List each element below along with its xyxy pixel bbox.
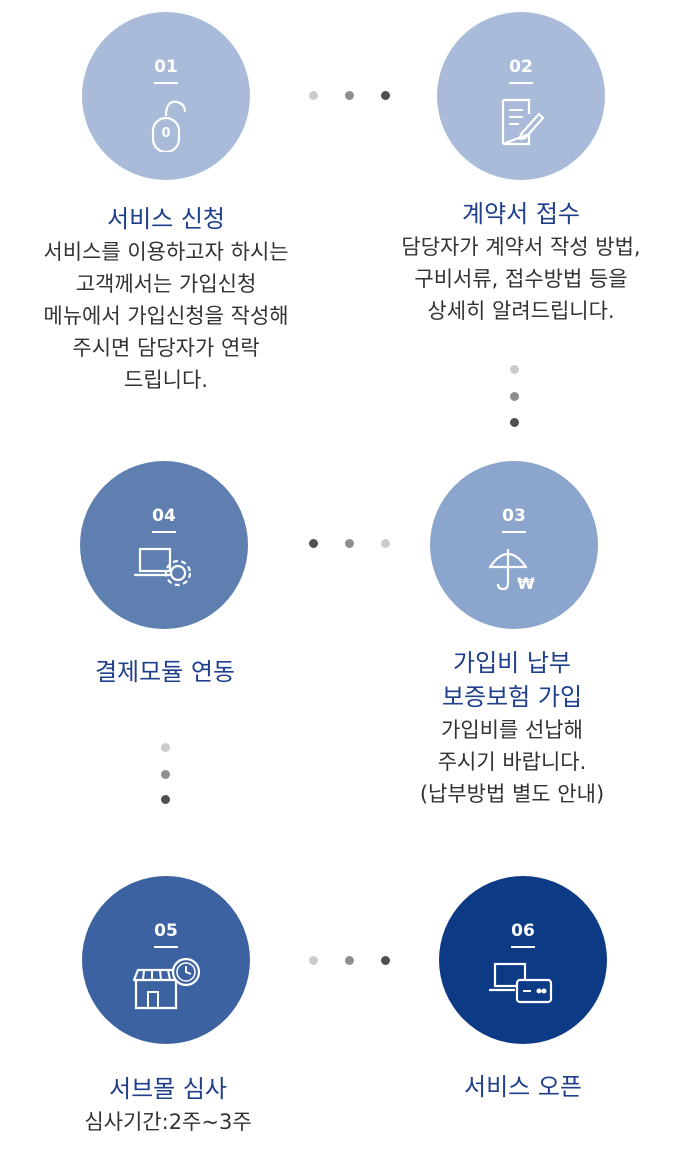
mouse-icon: 0 <box>141 94 191 156</box>
step-desc-line: 서비스를 이용하고자 하시는 <box>43 240 289 264</box>
step-title: 서비스 신청 <box>106 205 226 233</box>
step-number: 06 <box>511 922 535 948</box>
connector-dot <box>510 365 519 374</box>
step-desc-line: 고객께서는 가입신청 <box>75 272 257 296</box>
connector-dot <box>510 418 519 427</box>
step-number: 02 <box>509 58 533 84</box>
step-04-text: 결제모듈 연동 <box>0 655 335 689</box>
step-desc-line: (납부방법 별도 안내) <box>419 782 605 806</box>
step-desc-line: 주시면 담당자가 연락 <box>72 336 260 360</box>
step-02-text: 계약서 접수 담당자가 계약서 작성 방법, 구비서류, 접수방법 등을 상세히… <box>351 197 691 327</box>
connector-dot <box>381 956 390 965</box>
step-06-text: 서비스 오픈 <box>353 1070 693 1104</box>
svg-text:₩: ₩ <box>517 574 535 593</box>
step-number: 03 <box>502 507 526 533</box>
connector-dot <box>309 539 318 548</box>
step-06-circle: 06 <box>439 876 607 1044</box>
step-desc-line: 상세히 알려드립니다. <box>427 299 615 323</box>
svg-text:0: 0 <box>161 126 170 141</box>
step-title: 계약서 접수 <box>461 200 581 228</box>
connector-dot <box>161 770 170 779</box>
step-number: 05 <box>154 922 178 948</box>
step-01-text: 서비스 신청 서비스를 이용하고자 하시는 고객께서는 가입신청 메뉴에서 가입… <box>0 202 336 396</box>
step-number: 04 <box>152 507 176 533</box>
document-edit-icon <box>493 94 549 154</box>
step-title: 서비스 오픈 <box>463 1073 583 1101</box>
step-title: 서브몰 심사 <box>108 1075 228 1103</box>
laptop-gear-icon <box>132 543 196 595</box>
step-desc-line: 드립니다. <box>124 368 208 392</box>
step-desc-line: 담당자가 계약서 작성 방법, <box>401 235 641 259</box>
step-title: 결제모듈 연동 <box>94 658 236 686</box>
step-title: 보증보험 가입 <box>441 683 583 711</box>
connector-dot <box>510 392 519 401</box>
step-desc-line: 메뉴에서 가입신청을 작성해 <box>43 304 289 328</box>
connector-dot <box>345 91 354 100</box>
step-03-text: 가입비 납부 보증보험 가입 가입비를 선납해 주시기 바랍니다. (납부방법 … <box>342 646 682 810</box>
connector-dot <box>345 539 354 548</box>
connector-dot <box>381 539 390 548</box>
step-desc-line: 가입비를 선납해 <box>441 718 583 742</box>
step-05-circle: 05 <box>82 876 250 1044</box>
laptop-card-icon <box>487 958 559 1012</box>
store-clock-icon <box>130 957 202 1018</box>
connector-dot <box>309 956 318 965</box>
connector-dot <box>345 956 354 965</box>
step-05-text: 서브몰 심사 심사기간:2주~3주 <box>0 1072 338 1138</box>
step-title: 가입비 납부 <box>452 649 572 677</box>
step-desc-line: 주시기 바랍니다. <box>437 750 587 774</box>
step-02-circle: 02 <box>437 12 605 180</box>
connector-dot <box>161 795 170 804</box>
connector-dot <box>161 743 170 752</box>
step-03-circle: 03 ₩ <box>430 461 598 629</box>
connector-dot <box>381 91 390 100</box>
step-04-circle: 04 <box>80 461 248 629</box>
connector-dot <box>309 91 318 100</box>
step-number: 01 <box>154 58 178 84</box>
step-desc-line: 심사기간:2주~3주 <box>84 1110 252 1134</box>
step-desc-line: 구비서류, 접수방법 등을 <box>414 267 628 291</box>
step-01-circle: 01 0 <box>82 12 250 180</box>
umbrella-won-icon: ₩ <box>486 543 542 599</box>
